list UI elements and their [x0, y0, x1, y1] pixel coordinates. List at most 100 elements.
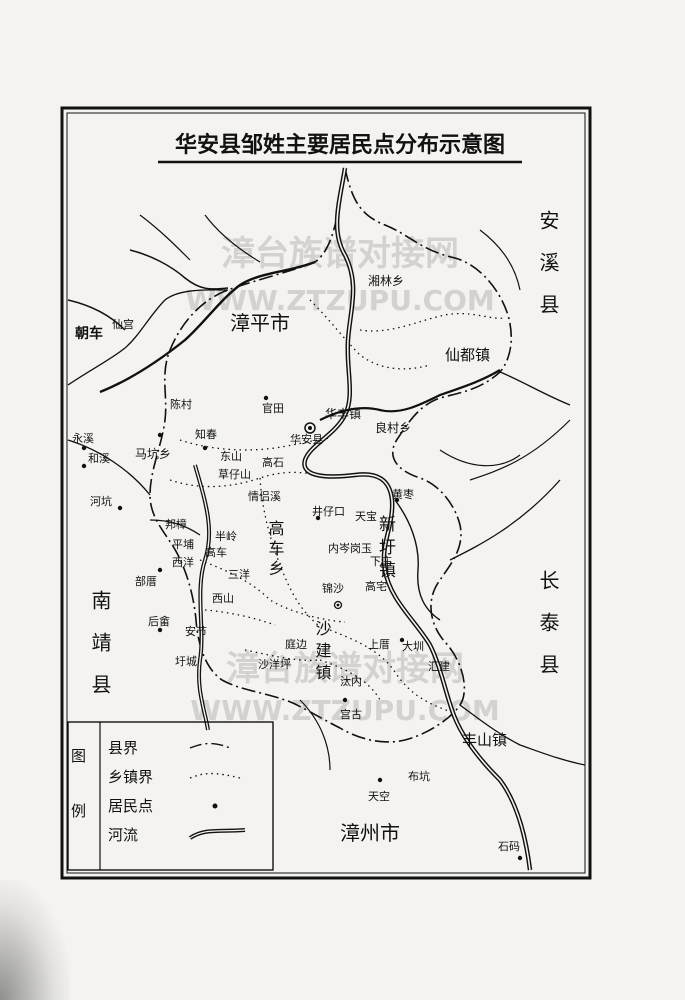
neighbor-anxi: 安溪县	[536, 210, 560, 336]
town-xiangtian: 湘林乡	[368, 273, 404, 288]
dot-zhichun	[202, 445, 208, 451]
watermark-url: WWW.ZTZUPU.COM	[185, 284, 495, 317]
place-yongxi: 永溪	[72, 431, 94, 445]
legend-item-1-label: 乡镇界	[108, 768, 153, 786]
legend-town-boundary-symbol	[189, 772, 241, 779]
place-anjie: 安节	[185, 624, 207, 638]
place-jinsha: 锦沙	[322, 581, 344, 595]
inner-frame	[66, 112, 586, 874]
dot-houshe	[157, 627, 163, 633]
dot-mabeng	[157, 432, 163, 438]
place-gaoshi: 高石	[262, 455, 284, 469]
town-liangcun: 良村乡	[375, 420, 411, 435]
place-xiyang: 西洋	[172, 555, 194, 569]
town-fengshan: 丰山镇	[462, 731, 507, 749]
dot-danei	[342, 697, 348, 703]
settlement-dots	[81, 395, 523, 861]
place-labels: 官田 陈村 知春 华安县 东山 草仔山 高石 情侣溪 永溪 和溪 河坑 邦樟 平…	[72, 317, 520, 853]
place-pingfu: 平埔	[172, 538, 194, 551]
place-banling: 半岭	[215, 529, 237, 543]
legend-item-3-label: 河流	[108, 826, 138, 844]
place-neican: 内岑	[328, 541, 350, 555]
dot-bucuo	[157, 567, 163, 573]
town-shajian: 沙建镇	[313, 620, 332, 686]
map-title: 华安县邹姓主要居民点分布示意图	[175, 132, 505, 158]
place-sanyang: 三洋	[228, 567, 250, 581]
legend: 图例 县界 乡镇界 居民点 河流	[67, 721, 274, 871]
rivers	[67, 167, 571, 871]
legend-settlement-symbol	[212, 803, 218, 809]
place-huijian: 汇建	[428, 659, 450, 673]
dot-tiankong	[377, 777, 383, 783]
scan-shadow	[0, 880, 70, 1000]
place-zhichun: 知春	[195, 427, 217, 441]
dot-hexi	[81, 463, 87, 469]
place-houshe: 后畲	[148, 614, 170, 628]
place-huangqiao: 黄枣	[392, 487, 414, 501]
dot-hekeng	[117, 505, 123, 511]
county-seat-dot	[308, 426, 312, 430]
legend-frame	[67, 721, 274, 871]
dot-jinsha	[333, 600, 343, 610]
place-gaoche-village: 高车	[205, 545, 227, 559]
place-gangyu: 岗玉	[350, 542, 372, 555]
dot-shima	[517, 855, 523, 861]
place-guantian: 官田	[262, 401, 284, 415]
neighbor-changtai: 长泰县	[536, 570, 560, 696]
town-gaoche: 高车乡	[266, 520, 285, 580]
legend-county-boundary-symbol	[189, 742, 231, 749]
place-danei: 汰内	[340, 674, 362, 688]
place-xiazhuang: 下庄	[370, 554, 392, 568]
place-hexi: 和溪	[88, 452, 110, 465]
place-shangcuo: 上厝	[368, 638, 390, 651]
place-hekeng: 河坑	[90, 494, 112, 508]
place-jingzaikou: 井仔口	[312, 504, 345, 518]
town-xinxu: 新圩镇	[375, 515, 396, 584]
place-qingxi: 情侣溪	[248, 489, 281, 503]
place-bucuo: 部厝	[135, 574, 157, 588]
place-dongshan: 东山	[220, 450, 242, 463]
neighbor-anxi-label: 安溪县	[536, 210, 560, 336]
neighbor-nanjing: 南靖县	[88, 590, 112, 716]
town-boundaries	[169, 299, 506, 713]
place-bukang: 布坑	[408, 769, 430, 783]
watermark-name-2: 漳台族谱对接网	[226, 649, 464, 689]
dot-jingzaikou	[315, 515, 321, 521]
dot-jinsha-center	[336, 603, 340, 607]
place-huaan: 华安县	[290, 432, 323, 446]
legend-title: 图例	[69, 748, 87, 858]
place-tiankong: 天空	[368, 789, 390, 803]
place-chencun: 陈村	[170, 397, 192, 411]
place-tingbian: 庭边	[285, 637, 307, 651]
legend-river-symbol-inner	[189, 829, 246, 839]
place-shima: 石码	[498, 840, 520, 853]
place-gonggu: 宫古	[340, 707, 362, 721]
town-xiandu: 仙都镇	[445, 346, 490, 364]
dot-yongxi	[81, 445, 87, 451]
dot-dashan	[399, 637, 405, 643]
place-xishan: 西山	[212, 592, 234, 605]
place-chaoche: 朝车	[75, 325, 103, 342]
place-bangzhang: 邦樟	[165, 517, 187, 531]
town-mabeng: 马坑乡	[135, 446, 171, 461]
town-huafeng: 华丰镇	[325, 407, 361, 421]
county-boundary	[149, 167, 512, 743]
neighbor-zhangping: 漳平市	[230, 311, 290, 335]
outer-frame	[60, 106, 592, 880]
place-tianbao: 天宝	[355, 509, 377, 523]
neighbor-zhangzhou: 漳州市	[340, 821, 400, 845]
dot-huangqiao	[394, 497, 400, 503]
county-seat-marker	[304, 422, 316, 434]
place-shayangping: 沙洋坪	[258, 657, 291, 671]
place-yucheng: 圩城	[175, 655, 197, 668]
legend-item-2-label: 居民点	[108, 797, 153, 815]
place-caozaishan: 草仔山	[218, 468, 251, 481]
dot-guantian	[263, 395, 269, 401]
place-dashan: 大圳	[402, 639, 424, 653]
place-gaozhai: 高宅	[365, 579, 387, 593]
outer-boundaries	[67, 289, 586, 766]
legend-item-0-label: 县界	[108, 739, 138, 757]
place-xiancuo: 仙宫	[112, 317, 134, 331]
